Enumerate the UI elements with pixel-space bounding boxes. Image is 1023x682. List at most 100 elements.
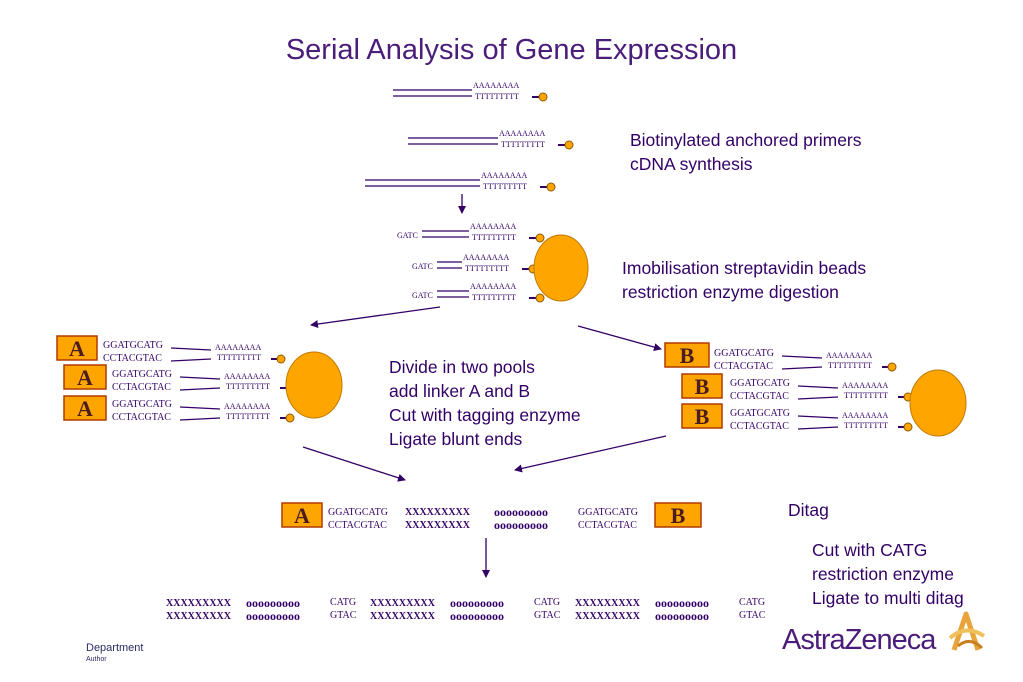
pools-note-line: add linker A and B <box>389 381 531 401</box>
biotin-ball <box>538 92 548 102</box>
polya-tail: AAAAAAAA <box>842 411 888 420</box>
concat-gtac: GTAC <box>330 610 357 621</box>
polya-tail: AAAAAAAA <box>224 402 270 411</box>
footer-department: Department <box>86 642 144 654</box>
linker-strand-top <box>797 385 839 389</box>
polyt-primer: TTTTTTTTT <box>226 412 270 421</box>
pools-note-line: Divide in two pools <box>389 357 535 377</box>
polyt-primer: TTTTTTTTT <box>844 391 888 400</box>
concat-note: Cut with CATG restriction enzyme Ligate … <box>812 538 964 610</box>
polyt-primer: TTTTTTTTT <box>465 264 509 273</box>
linker-a-box <box>63 395 107 421</box>
linker-strand-bottom <box>797 426 839 430</box>
biotin-ball <box>535 233 545 243</box>
linker-strand-bottom <box>781 366 823 370</box>
concat-tag-x: XXXXXXXXX <box>166 598 232 609</box>
ditag-note: Ditag <box>788 500 829 520</box>
concat-gtac: GTAC <box>534 610 561 621</box>
polyt-primer: TTTTTTTTT <box>217 353 261 362</box>
concat-note-line: restriction enzyme <box>812 564 954 584</box>
linker-seq-top: GGATGCATG <box>103 340 163 351</box>
linker-a-box <box>56 335 98 361</box>
linker-a-box <box>63 364 107 390</box>
astrazeneca-logo-text: AstraZeneca <box>782 624 936 656</box>
linker-seq-bottom: CCTACGTAC <box>730 391 789 402</box>
pools-note-line: Ligate blunt ends <box>389 429 523 449</box>
biotin-ball <box>535 293 545 303</box>
beads-note: Imobilisation streptavidin beads restric… <box>622 256 866 304</box>
concat-tag-o: ooooooooo <box>246 596 300 610</box>
streptavidin-bead <box>533 234 589 302</box>
streptavidin-bead <box>285 351 343 419</box>
polya-tail: AAAAAAAA <box>842 381 888 390</box>
linker-a-box <box>281 502 323 528</box>
gatc-site: GATC <box>412 291 433 300</box>
concat-note-line: Cut with CATG <box>812 540 928 560</box>
biotin-ball <box>285 413 295 423</box>
biotin-ball <box>903 422 913 432</box>
linker-seq-top: GGATGCATG <box>112 369 172 380</box>
flow-arrow <box>302 446 406 482</box>
linker-strand-bottom <box>179 387 221 391</box>
concat-tag-x: XXXXXXXXX <box>166 611 232 622</box>
polyt-primer: TTTTTTTTT <box>501 140 545 149</box>
astrazeneca-logo-icon <box>948 611 986 651</box>
biotin-ball <box>276 354 286 364</box>
linker-strand-top <box>179 376 221 380</box>
primers-note-line: cDNA synthesis <box>630 154 753 174</box>
polyt-primer: TTTTTTTTT <box>844 421 888 430</box>
beads-note-line: restriction enzyme digestion <box>622 282 839 302</box>
beads-note-line: Imobilisation streptavidin beads <box>622 258 867 278</box>
ditag-tag-o: ooooooooo <box>494 505 548 519</box>
concat-tag-o: ooooooooo <box>655 609 709 623</box>
ditag-tag-x: XXXXXXXXX <box>405 520 471 531</box>
linker-seq-bottom: CCTACGTAC <box>112 382 171 393</box>
linker-strand-bottom <box>170 358 212 362</box>
concat-tag-x: XXXXXXXXX <box>370 598 436 609</box>
polya-tail: AAAAAAAA <box>826 351 872 360</box>
linker-b-box <box>664 342 710 368</box>
biotin-ball <box>887 362 897 372</box>
linker-strand-top <box>781 355 823 359</box>
linker-b-box-label: B <box>680 343 695 368</box>
linker-seq-bottom: CCTACGTAC <box>112 412 171 423</box>
ditag-linker-bottom-right: CCTACGTAC <box>578 520 637 531</box>
concat-tag-x: XXXXXXXXX <box>575 598 641 609</box>
flow-arrow <box>514 435 667 473</box>
gatc-site: GATC <box>412 262 433 271</box>
linker-a-box-label: A <box>77 365 93 390</box>
linker-strand-bottom <box>179 417 221 421</box>
linker-a-box-label: A <box>69 336 85 361</box>
concat-catg: CATG <box>330 597 356 608</box>
pools-note: Divide in two pools add linker A and B C… <box>389 355 581 451</box>
concat-tag-o: ooooooooo <box>450 596 504 610</box>
linker-strand-top <box>797 415 839 419</box>
pools-note-line: Cut with tagging enzyme <box>389 405 581 425</box>
linker-b-box <box>681 373 723 399</box>
polyt-primer: TTTTTTTTT <box>483 182 527 191</box>
concat-note-line: Ligate to multi ditag <box>812 588 964 608</box>
concat-gtac: GTAC <box>739 610 766 621</box>
concat-tag-o: ooooooooo <box>450 609 504 623</box>
linker-b-box-label: B <box>695 404 710 429</box>
polyt-primer: TTTTTTTTT <box>226 382 270 391</box>
polyt-primer: TTTTTTTTT <box>472 293 516 302</box>
footer-author: Author <box>86 656 107 663</box>
polya-tail: AAAAAAAA <box>499 129 545 138</box>
linker-strand-top <box>170 347 212 351</box>
concat-tag-x: XXXXXXXXX <box>370 611 436 622</box>
concat-tag-x: XXXXXXXXX <box>575 611 641 622</box>
linker-seq-top: GGATGCATG <box>112 399 172 410</box>
linker-b-box <box>681 403 723 429</box>
polya-tail: AAAAAAAA <box>224 372 270 381</box>
page-title: Serial Analysis of Gene Expression <box>285 34 738 66</box>
polya-tail: AAAAAAAA <box>481 171 527 180</box>
linker-a-box-label: A <box>77 396 93 421</box>
polyt-primer: TTTTTTTTT <box>828 361 872 370</box>
concat-catg: CATG <box>534 597 560 608</box>
polya-tail: AAAAAAAA <box>215 343 261 352</box>
linker-b-box-label: B <box>671 503 686 528</box>
polya-tail: AAAAAAAA <box>470 222 516 231</box>
polya-tail: AAAAAAAA <box>470 282 516 291</box>
